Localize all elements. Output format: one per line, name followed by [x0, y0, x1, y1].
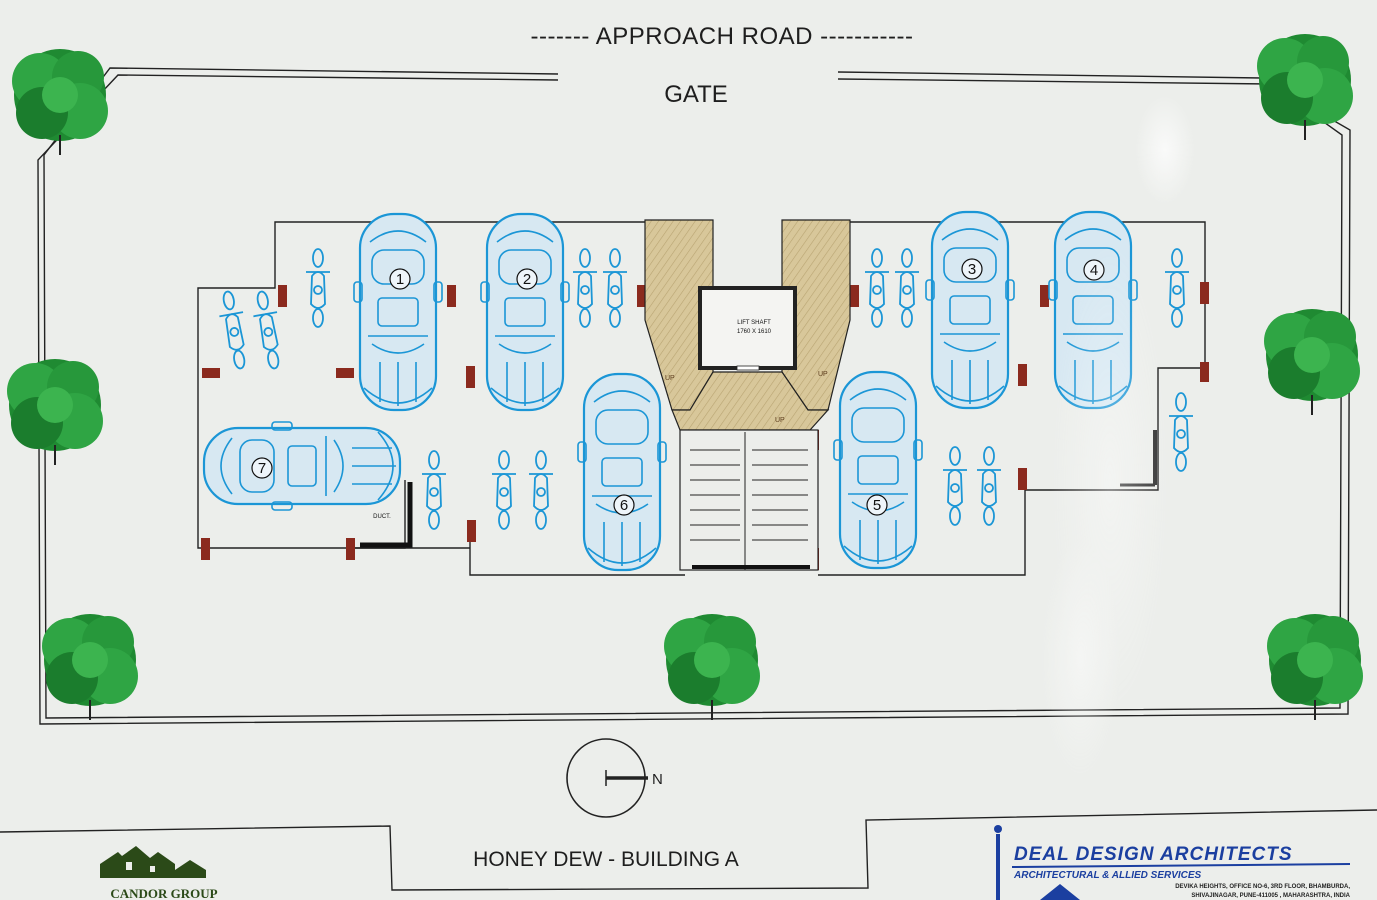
north-label: N	[652, 771, 663, 788]
car-slot-7: 7	[202, 420, 402, 512]
title-frame	[0, 809, 1377, 891]
stair-up-label: UP	[818, 371, 828, 378]
car-slot-2: 2	[479, 212, 571, 412]
building-title: HONEY DEW - BUILDING A	[473, 848, 739, 871]
architect-address-2: SHIVAJINAGAR, PUNE-411005 , MAHARASHTRA,…	[1191, 893, 1350, 899]
parking-number: 1	[396, 271, 404, 288]
stair-up-label: UP	[775, 417, 785, 424]
approach-road-label: ------- APPROACH ROAD -----------	[530, 23, 913, 50]
parking-number: 5	[873, 497, 881, 514]
duct: DUCT.	[360, 482, 413, 548]
car-slot-1: 1	[352, 212, 444, 412]
columns	[201, 282, 1209, 570]
car-slot-6: 6	[576, 372, 668, 572]
stair-up-label: UP	[665, 375, 675, 382]
architect-name: DEAL DESIGN ARCHITECTS	[1014, 844, 1293, 865]
parking-number: 2	[523, 271, 531, 288]
architect-address-1: DEVIKA HEIGHTS, OFFICE NO-6, 3RD FLOOR, …	[1175, 884, 1350, 890]
lift-shaft: LIFT SHAFT 1760 X 1610	[698, 286, 797, 371]
lift-shaft-label: LIFT SHAFT	[737, 320, 771, 326]
parking-number: 3	[968, 261, 976, 278]
developer-logo: CANDOR GROUP	[100, 846, 218, 900]
glare-reflection	[1040, 95, 1195, 780]
car-slot-3: 3	[924, 210, 1016, 410]
gate-label: GATE	[664, 81, 728, 108]
lift-shaft-size: 1760 X 1610	[737, 329, 772, 335]
developer-name: CANDOR GROUP	[110, 886, 217, 900]
parking-number: 6	[620, 497, 628, 514]
north-compass: N	[566, 738, 663, 818]
staircase-core: UP UP UP	[644, 219, 851, 571]
architect-sub: ARCHITECTURAL & ALLIED SERVICES	[1013, 870, 1202, 881]
car-slot-5: 5	[832, 370, 924, 570]
parking-number: 7	[258, 460, 266, 477]
duct-label: DUCT.	[373, 514, 391, 520]
architect-logo: DEAL DESIGN ARCHITECTS ARCHITECTURAL & A…	[994, 825, 1351, 900]
